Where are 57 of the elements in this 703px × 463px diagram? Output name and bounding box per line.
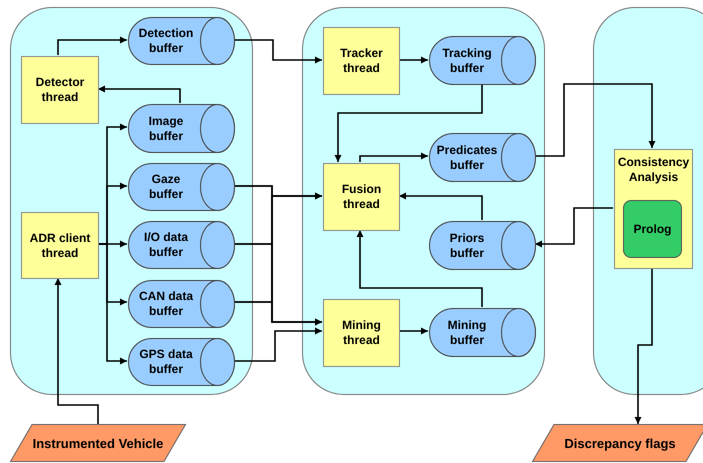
node-label: Discrepancy flags xyxy=(563,436,677,450)
buffer-cylinder xyxy=(429,221,536,270)
node-label: Predicates buffer xyxy=(436,142,498,172)
node-label: Fusion thread xyxy=(340,182,382,212)
node-label: Gaze buffer xyxy=(148,172,184,202)
node-label: GPS data buffer xyxy=(138,347,194,377)
process-box xyxy=(323,163,400,231)
buffer-cylinder xyxy=(128,104,235,153)
process-box xyxy=(21,56,99,124)
process-box xyxy=(323,27,400,95)
node-label: Detection buffer xyxy=(138,26,194,56)
group-panel xyxy=(302,7,545,395)
arrow xyxy=(399,56,428,64)
node-label: Mining buffer xyxy=(446,318,488,348)
buffer-cylinder xyxy=(128,338,235,386)
node-label: Tracker thread xyxy=(339,46,384,76)
arrow xyxy=(634,268,653,424)
arrow xyxy=(535,207,613,248)
arrow xyxy=(334,84,483,162)
node-label: Tracking buffer xyxy=(441,46,493,76)
group-panel xyxy=(10,7,253,395)
arrow xyxy=(54,278,99,424)
arrow xyxy=(98,86,181,103)
node-label: Prolog xyxy=(632,222,672,236)
node-label: Detector thread xyxy=(34,75,86,105)
buffer-cylinder xyxy=(429,36,536,85)
node-label: CAN data buffer xyxy=(138,289,194,319)
arrow xyxy=(356,230,483,307)
node-label: Priors buffer xyxy=(448,230,486,260)
arrow xyxy=(359,152,428,162)
group-panel xyxy=(593,7,703,395)
buffer-cylinder xyxy=(128,17,235,65)
input-output-parallelogram xyxy=(10,424,186,462)
node-label: ADR client thread xyxy=(28,230,92,260)
process-box xyxy=(21,212,99,279)
buffer-cylinder xyxy=(128,163,235,211)
buffer-cylinder xyxy=(429,133,536,182)
arrow xyxy=(234,301,322,326)
module-box xyxy=(623,200,682,258)
buffer-cylinder xyxy=(128,221,235,269)
node-label: I/O data buffer xyxy=(142,230,190,260)
process-box xyxy=(614,149,693,269)
arrow xyxy=(234,328,322,362)
arrow xyxy=(399,328,428,334)
buffer-cylinder xyxy=(429,308,536,357)
input-output-parallelogram xyxy=(532,424,703,462)
process-box xyxy=(323,299,400,367)
arrow xyxy=(234,39,322,64)
node-label: Consistency Analysis xyxy=(616,155,690,185)
node-label: Image buffer xyxy=(148,114,184,144)
arrow xyxy=(535,83,656,157)
arrow xyxy=(399,192,483,220)
node-label: Instrumented Vehicle xyxy=(32,436,164,450)
arrow xyxy=(98,243,127,364)
arrow xyxy=(57,36,127,55)
buffer-cylinder xyxy=(128,280,235,328)
node-label: Mining thread xyxy=(341,318,382,348)
